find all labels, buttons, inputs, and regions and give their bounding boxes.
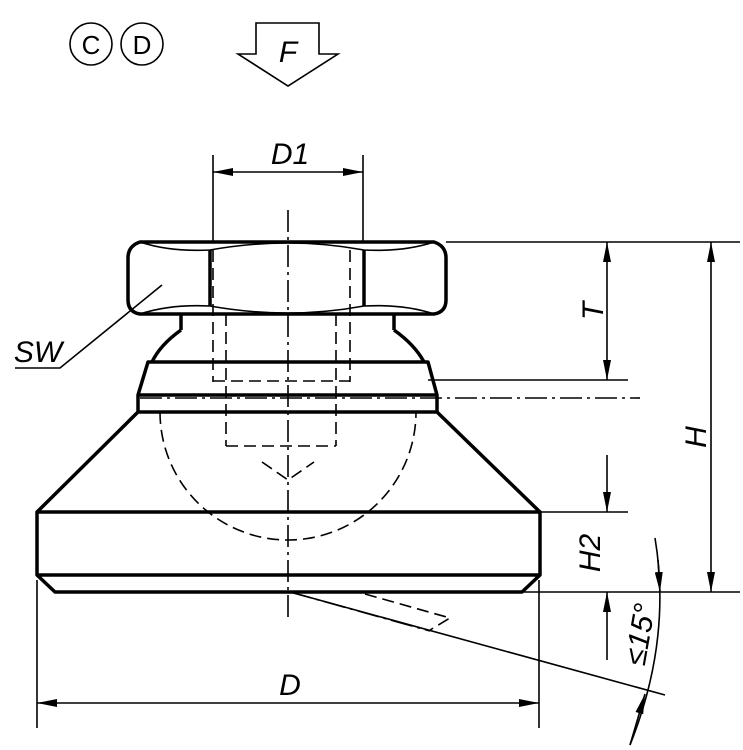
tilt-hidden	[364, 593, 452, 631]
force-arrow-icon: F	[235, 22, 341, 87]
ball-hidden	[159, 411, 417, 541]
dim-d-label: D	[279, 669, 301, 702]
symbol-d: D	[120, 22, 164, 66]
symbol-c: C	[69, 22, 113, 66]
svg-text:F: F	[279, 36, 299, 69]
ball-solid	[150, 328, 426, 363]
dim-d1-label: D1	[271, 138, 309, 171]
svg-text:C: C	[82, 30, 101, 60]
cone	[35, 410, 542, 514]
hex-nut	[126, 240, 448, 316]
dim-h-label: H	[680, 426, 713, 448]
svg-text:D: D	[133, 30, 152, 60]
sw-label: SW	[14, 336, 65, 369]
dim-t-label: T	[577, 299, 610, 320]
thread-hidden-lines	[212, 250, 351, 481]
sw-leader	[15, 284, 163, 369]
tilt-line	[289, 591, 666, 696]
dim-h2-label: H2	[574, 534, 607, 573]
dim-angle-label: ≤15°	[619, 601, 662, 668]
tilt-chain	[289, 591, 431, 632]
ball-neck	[179, 314, 396, 330]
